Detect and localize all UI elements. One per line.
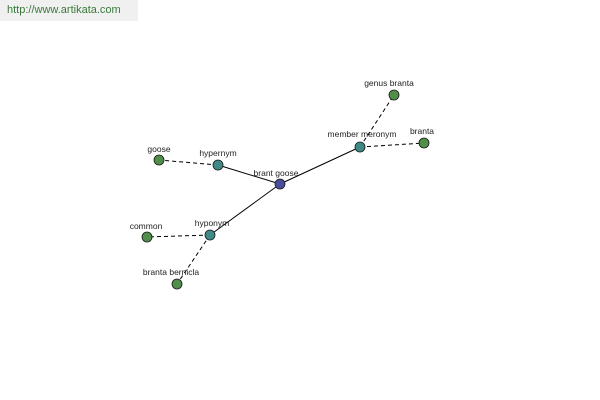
node-label-brant-goose[interactable]: brant goose [254,168,299,178]
node-label-hypernym[interactable]: hypernym [199,148,236,158]
site-url[interactable]: http://www.artikata.com [0,0,138,21]
edge-brant-goose-member-meronym [279,146,361,185]
node-brant-goose[interactable] [274,178,286,190]
node-label-hyponym[interactable]: hyponym [195,218,230,228]
node-goose[interactable] [153,154,165,166]
graph-nodes: brant goose hypernym member meronym hyponym… [130,78,434,290]
node-hypernym[interactable] [212,159,224,171]
node-label-genus-branta[interactable]: genus branta [364,78,414,88]
node-label-branta[interactable]: branta [410,126,434,136]
edge-hyponym-common [146,234,211,238]
node-genus-branta[interactable] [388,89,400,101]
node-label-member-meronym[interactable]: member meronym [328,129,397,139]
node-hyponym[interactable] [204,229,216,241]
node-branta[interactable] [418,137,430,149]
edge-member-meronym-genus-branta [359,94,395,148]
edge-brant-goose-hyponym [209,183,281,236]
node-label-branta-bernicla[interactable]: branta bernicla [143,267,200,277]
edge-member-meronym-branta [359,142,425,148]
node-label-common[interactable]: common [130,221,163,231]
node-common[interactable] [141,231,153,243]
node-label-goose[interactable]: goose [147,144,170,154]
graph-edges [146,94,425,285]
edge-hyponym-branta-bernicla [176,234,211,285]
edge-brant-goose-hypernym [217,164,281,185]
node-branta-bernicla[interactable] [171,278,183,290]
node-member-meronym[interactable] [354,141,366,153]
edge-hypernym-goose [158,159,219,166]
